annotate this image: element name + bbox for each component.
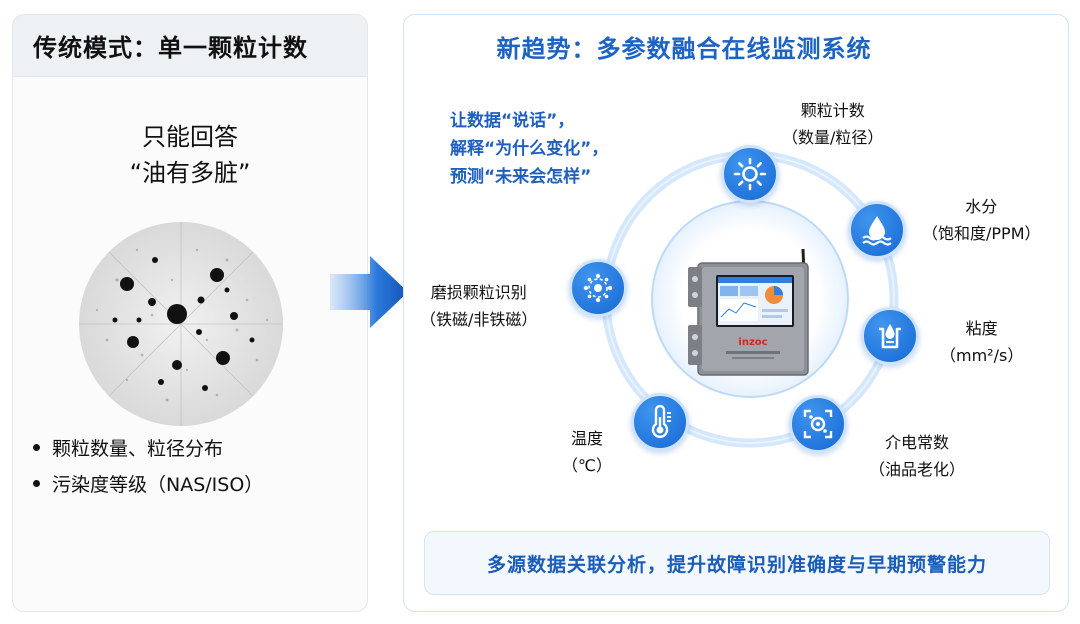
tagline-line: 让数据“说话”， [450, 111, 575, 131]
dielectric-node [789, 395, 847, 453]
temperature-label: 温度 （℃） [562, 429, 612, 475]
viscosity-node [861, 307, 919, 365]
bullet-dot-icon [33, 479, 40, 487]
bullet-dot-icon [33, 443, 40, 451]
particle-count-label: 颗粒计数 （数量/粒径） [782, 101, 884, 147]
device-brand-text: inzoc [738, 337, 767, 348]
bullet-text: 颗粒数量、粒径分布 [52, 437, 224, 460]
water-content-label: 水分 （饱和度/PPM） [922, 197, 1041, 243]
sun-icon [733, 157, 767, 191]
left-panel-title: 传统模式：单一颗粒计数 [33, 34, 308, 62]
right-arrow-icon [330, 256, 408, 328]
bullet-text: 污染度等级（NAS/ISO） [52, 473, 264, 496]
traditional-mode-panel: 传统模式：单一颗粒计数 只能回答 “油有多脏” [12, 14, 368, 612]
thermometer-icon [651, 405, 671, 438]
tagline-line: 解释“为什么变化”， [450, 139, 609, 159]
water-drop-icon [862, 216, 892, 246]
left-bullet-list: 颗粒数量、粒径分布 污染度等级（NAS/ISO） [33, 429, 263, 501]
particle-count-node [721, 145, 779, 203]
list-item: 污染度等级（NAS/ISO） [33, 465, 263, 501]
viscosity-label: 粘度 （mm²/s） [940, 319, 1024, 365]
left-quote-line1: 只能回答 [142, 123, 238, 151]
monitoring-device-image: inzoc [688, 248, 809, 376]
temperature-node [631, 393, 689, 451]
new-trend-panel: 新趋势：多参数融合在线监测系统 让数据“说话”， 解释“为什么变化”， 预测“未… [403, 14, 1069, 612]
footer-summary-box: 多源数据关联分析，提升故障识别准确度与早期预警能力 [424, 531, 1050, 595]
wear-particle-node [569, 259, 627, 317]
viscosity-icon [879, 324, 901, 349]
tagline: 让数据“说话”， 解释“为什么变化”， 预测“未来会怎样” [450, 107, 608, 191]
footer-summary-text: 多源数据关联分析，提升故障识别准确度与早期预警能力 [486, 553, 987, 576]
wear-particle-icon [583, 273, 613, 303]
left-quote-line2: “油有多脏” [129, 159, 251, 187]
list-item: 颗粒数量、粒径分布 [33, 429, 263, 465]
left-panel-header: 传统模式：单一颗粒计数 [13, 15, 367, 77]
dielectric-label: 介电常数 （油品老化） [869, 433, 966, 479]
right-panel-title: 新趋势：多参数融合在线监测系统 [496, 35, 872, 63]
tagline-line: 预测“未来会怎样” [450, 167, 592, 187]
particle-microscope-image [79, 222, 283, 426]
water-content-node [848, 201, 906, 259]
wear-particle-label: 磨损颗粒识别 （铁磁/非铁磁） [420, 283, 538, 329]
dielectric-icon [803, 409, 833, 439]
